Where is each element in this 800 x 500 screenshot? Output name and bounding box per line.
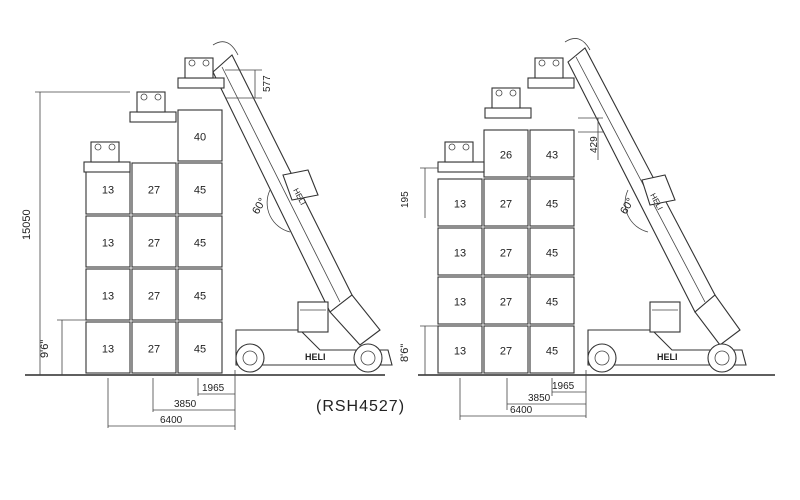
container-box-left (177, 215, 223, 268)
reach-stacker-left: HELI (235, 294, 393, 373)
spreader-right-mid (484, 87, 532, 119)
spreader-right-top (527, 57, 575, 89)
container-box-left (131, 215, 177, 268)
container-stack-right: 13 13 13 13 27 27 27 27 26 45 45 45 45 43 (437, 129, 575, 374)
container-weight-left: 13 (102, 344, 114, 356)
container-weight-left: 45 (194, 344, 206, 356)
dim-reach-right-3: 6400 (510, 405, 533, 416)
container-weight-left: 45 (194, 185, 206, 197)
container-weight-left: 27 (148, 238, 160, 250)
container-box-right (483, 129, 529, 178)
container-box-right (437, 227, 483, 276)
container-weight-right: 13 (454, 199, 466, 211)
container-box-left (85, 215, 131, 268)
dim-container-height-left: 9'6" (39, 319, 86, 375)
container-weight-left: 45 (194, 291, 206, 303)
spreader-left-mid (129, 91, 177, 123)
angle-label-right: 60° (618, 196, 637, 216)
dim-reach-right-1: 1965 (552, 381, 575, 392)
container-box-right (529, 227, 575, 276)
container-weight-right: 13 (454, 297, 466, 309)
container-weight-right: 43 (546, 150, 558, 162)
dim-top-offset-right: 429 (578, 117, 603, 160)
container-box-left (131, 162, 177, 215)
container-weight-right: 26 (500, 150, 512, 162)
spreader-left-low (83, 141, 131, 173)
dim-overall-height-label: 15050 (21, 209, 33, 240)
dim-reach-right: 1965 3850 6400 (459, 370, 587, 420)
container-box-right (437, 325, 483, 374)
container-weight-right: 13 (454, 346, 466, 358)
dim-top-offset-left: 577 (225, 69, 273, 99)
container-box-right (483, 325, 529, 374)
container-box-right (483, 178, 529, 227)
container-weight-left: 27 (148, 291, 160, 303)
container-weight-right: 27 (500, 297, 512, 309)
container-box-right (529, 129, 575, 178)
container-box-right (529, 276, 575, 325)
container-weight-left: 40 (194, 132, 206, 144)
container-weight-right: 27 (500, 248, 512, 260)
container-box-right (437, 276, 483, 325)
container-box-right (437, 178, 483, 227)
container-weight-right: 27 (500, 346, 512, 358)
container-box-left (177, 321, 223, 374)
container-box-left (131, 268, 177, 321)
dim-reach-left-1: 1965 (202, 383, 225, 394)
spreader-right-low (437, 141, 485, 173)
boom-left: HELI (212, 41, 353, 313)
container-weight-left: 13 (102, 238, 114, 250)
dim-container-height-left-label: 9'6" (39, 340, 51, 358)
dim-level-offset-right: 195 (400, 167, 438, 218)
vehicle-brand-right: HELI (657, 352, 678, 362)
container-weight-right: 45 (546, 297, 558, 309)
reach-stacker-right: HELI (587, 294, 747, 373)
angle-arc-left (266, 189, 291, 233)
model-caption: (RSH4527) (316, 398, 405, 415)
container-weight-left: 13 (102, 185, 114, 197)
dim-container-height-right-label: 8'6" (399, 344, 411, 362)
container-weight-left: 27 (148, 185, 160, 197)
dim-overall-height: 15050 (21, 91, 130, 375)
dim-reach-left: 1965 3850 6400 (107, 370, 236, 430)
container-weight-left: 13 (102, 291, 114, 303)
container-weight-right: 45 (546, 346, 558, 358)
container-box-left (85, 268, 131, 321)
boom-right: HELI (564, 38, 716, 313)
container-box-right (483, 276, 529, 325)
container-box-right (529, 325, 575, 374)
dim-reach-left-2: 3850 (174, 399, 197, 410)
container-box-right (529, 178, 575, 227)
container-box-right (483, 227, 529, 276)
container-stack-left: 13 13 13 13 27 27 27 27 45 45 45 45 40 (85, 109, 223, 374)
spreader-left-top (177, 57, 225, 89)
container-weight-right: 45 (546, 248, 558, 260)
container-weight-left: 27 (148, 344, 160, 356)
container-weight-right: 27 (500, 199, 512, 211)
dim-level-offset-right-label: 195 (400, 191, 411, 208)
dim-reach-right-2: 3850 (528, 393, 551, 404)
angle-arc-right (624, 189, 649, 233)
container-weight-right: 13 (454, 248, 466, 260)
container-box-left (131, 321, 177, 374)
angle-label-left: 60° (250, 196, 269, 216)
dim-reach-left-3: 6400 (160, 415, 183, 426)
dim-top-offset-right-label: 429 (589, 136, 600, 153)
container-box-left (177, 268, 223, 321)
dim-top-offset-left-label: 577 (262, 75, 273, 92)
container-weight-left: 45 (194, 238, 206, 250)
container-box-left (85, 321, 131, 374)
container-box-left (177, 162, 223, 215)
container-weight-right: 45 (546, 199, 558, 211)
vehicle-brand-left: HELI (305, 352, 326, 362)
container-box-left (177, 109, 223, 162)
dim-container-height-right: 8'6" (399, 325, 438, 375)
